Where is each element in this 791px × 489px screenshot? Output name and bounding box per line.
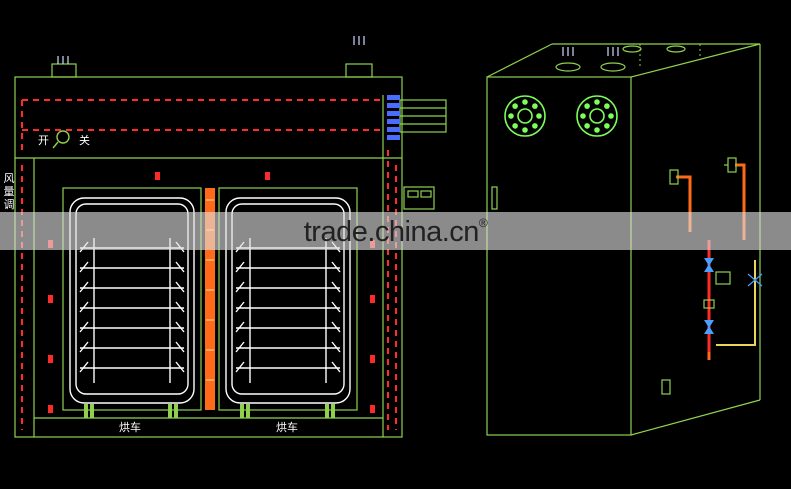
top-vent-left — [51, 63, 77, 78]
control-panel — [403, 186, 435, 210]
top-fitting-2 — [600, 62, 626, 72]
vent-ticks — [57, 36, 365, 64]
fan-1 — [504, 95, 546, 137]
top-fitting-1 — [555, 62, 581, 72]
watermark-band — [0, 212, 791, 250]
front-outline — [14, 76, 403, 438]
side-front-face — [486, 76, 632, 436]
cart-bay-right — [218, 187, 358, 411]
cart-left-label: 烘车 — [119, 421, 141, 434]
airflow-adjust-label: 风量调 — [3, 172, 15, 211]
front-view — [14, 63, 447, 438]
watermark-text: trade.china.cn® — [0, 216, 791, 249]
side-hidden-lines — [639, 44, 701, 66]
switch-on-label: 开 — [38, 134, 49, 147]
fan-2 — [576, 95, 618, 137]
circulation-fans — [504, 95, 618, 137]
switch-knob — [52, 130, 70, 149]
cart-right-label: 烘车 — [276, 421, 298, 434]
cart-bay-left — [62, 187, 202, 411]
cart-wheels — [84, 404, 335, 418]
watermark-registered: ® — [478, 216, 488, 230]
top-vent-right — [345, 63, 373, 78]
center-heater — [205, 188, 215, 410]
heater-ducts — [21, 99, 397, 430]
pipework — [676, 163, 756, 360]
valves — [661, 157, 763, 395]
side-view — [486, 43, 761, 436]
side-panel-slats — [387, 95, 400, 140]
watermark-domain: trade.china.cn — [303, 216, 480, 248]
switch-off-label: 关 — [79, 134, 90, 147]
valve-markers — [704, 258, 714, 334]
